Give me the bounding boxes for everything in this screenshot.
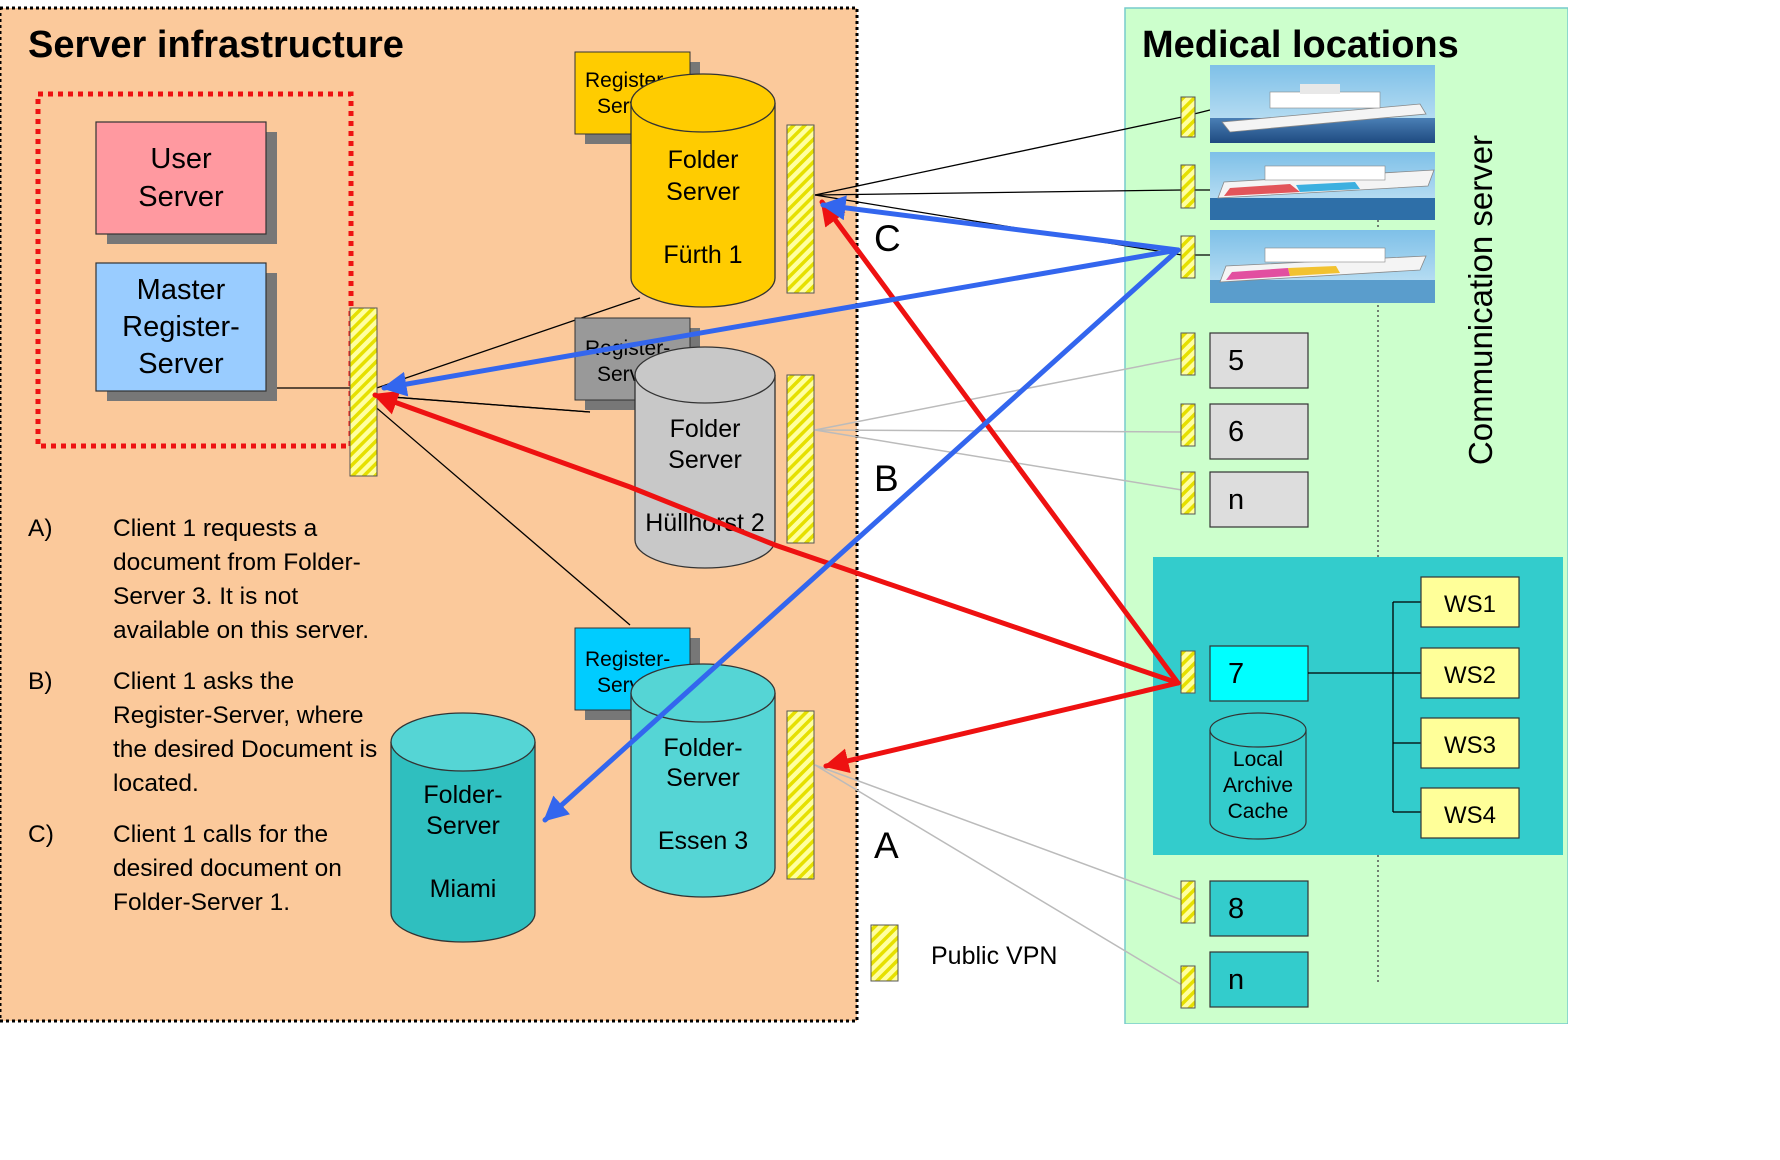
note-a-text: Client 1 requests a document from Folder…: [113, 515, 370, 644]
client-7: 7: [1209, 645, 1309, 702]
flow-arrows: [372, 195, 1181, 823]
folder-server-essen-line2: Server: [666, 764, 740, 792]
arrow-blue-master: [381, 247, 1181, 397]
master-register-server: Master Register- Server: [95, 262, 277, 401]
register-server-essen-line1: Register-: [585, 648, 670, 671]
vpn-bar-master: [349, 307, 378, 477]
note-c: C) Client 1 calls for the desired docume…: [28, 818, 388, 920]
folder-server-fuerth: Folder Server Fürth 1: [630, 73, 776, 308]
folder-server-huellhorst: Folder Server Hüllhorst 2: [634, 346, 776, 569]
user-server-line2: Server: [138, 181, 224, 213]
folder-server-essen-line1: Folder-: [663, 734, 742, 762]
note-b-label: B): [28, 668, 53, 695]
svg-text:6: 6: [1228, 416, 1244, 448]
user-server: User Server: [95, 121, 277, 244]
arrow-blue-miami: [542, 247, 1181, 823]
user-server-line1: User: [150, 143, 212, 175]
folder-server-miami: Folder- Server Miami: [390, 712, 536, 943]
flow-label-c: C: [874, 218, 901, 259]
folder-server-fuerth-line1: Folder: [668, 146, 739, 174]
svg-text:WS2: WS2: [1444, 662, 1496, 689]
workstation-tree: [1308, 601, 1421, 813]
local-archive-cache: Local Archive Cache: [1209, 712, 1307, 840]
ship-image-2: [1210, 152, 1435, 220]
vpn-bar-huellhorst: [786, 374, 815, 544]
arrow-red-b: [372, 390, 1181, 686]
folder-server-huellhorst-line2: Server: [668, 446, 742, 474]
master-register-line1: Master: [137, 274, 226, 306]
legend-vpn-label: Public VPN: [931, 942, 1057, 970]
client-6: 6: [1209, 403, 1309, 460]
note-a-label: A): [28, 515, 53, 542]
folder-server-miami-line1: Folder-: [423, 781, 502, 809]
communication-server-label: Communication server: [1462, 135, 1499, 465]
arrow-red-c: [819, 199, 1181, 686]
master-register-line2: Register-: [122, 311, 240, 343]
step-notes: A) Client 1 requests a document from Fol…: [28, 512, 388, 937]
workstation-ws4: WS4: [1420, 787, 1520, 839]
note-c-label: C): [28, 821, 54, 848]
folder-server-fuerth-location: Fürth 1: [663, 241, 742, 269]
ship-image-1: [1210, 65, 1435, 143]
folder-server-huellhorst-line1: Folder: [670, 415, 741, 443]
svg-text:8: 8: [1228, 893, 1244, 925]
folder-server-essen: Folder- Server Essen 3: [630, 663, 776, 898]
legend-public-vpn: Public VPN: [870, 924, 1057, 982]
folder-server-miami-location: Miami: [430, 875, 497, 903]
svg-text:Local: Local: [1233, 748, 1283, 771]
folder-server-essen-location: Essen 3: [658, 827, 748, 855]
security-zone-outline: [35, 91, 354, 449]
svg-text:Cache: Cache: [1228, 800, 1289, 823]
ship-image-3: [1210, 230, 1435, 303]
workstation-ws1: WS1: [1420, 576, 1520, 628]
medical-panel-title: Medical locations: [1142, 24, 1459, 66]
note-c-text: Client 1 calls for the desired document …: [113, 821, 342, 916]
legend-vpn-swatch: [870, 924, 899, 982]
flow-label-a: A: [874, 825, 899, 866]
svg-text:7: 7: [1228, 658, 1244, 690]
client-5: 5: [1209, 332, 1309, 389]
client-n-top: n: [1209, 471, 1309, 528]
svg-text:n: n: [1228, 484, 1244, 516]
workstation-ws2: WS2: [1420, 647, 1520, 699]
svg-text:n: n: [1228, 964, 1244, 996]
workstation-ws3: WS3: [1420, 717, 1520, 769]
architecture-diagram: Server infrastructure Medical locations …: [0, 6, 1568, 1024]
vpn-bar-fuerth: [786, 124, 815, 294]
flow-label-b: B: [874, 458, 899, 499]
arrow-blue-fuerth: [820, 195, 1181, 253]
note-b: B) Client 1 asks the Register-Server, wh…: [28, 665, 388, 801]
folder-server-fuerth-line2: Server: [666, 178, 740, 206]
vpn-bars: [349, 96, 1196, 1009]
svg-text:WS4: WS4: [1444, 802, 1496, 829]
svg-text:5: 5: [1228, 345, 1244, 377]
master-register-line3: Server: [138, 348, 224, 380]
svg-text:Archive: Archive: [1223, 774, 1293, 797]
svg-text:WS3: WS3: [1444, 732, 1496, 759]
arrow-red-a: [823, 680, 1181, 774]
note-b-text: Client 1 asks the Register-Server, where…: [113, 668, 378, 797]
internal-connectors: [265, 297, 641, 626]
svg-text:WS1: WS1: [1444, 591, 1496, 618]
client-8: 8: [1209, 880, 1309, 937]
client-n-bottom: n: [1209, 951, 1309, 1008]
note-a: A) Client 1 requests a document from Fol…: [28, 512, 388, 648]
server-panel-title: Server infrastructure: [28, 24, 404, 66]
folder-server-miami-line2: Server: [426, 812, 500, 840]
vpn-bar-essen: [786, 710, 815, 880]
huellhorst-vpn-links: [814, 357, 1183, 986]
